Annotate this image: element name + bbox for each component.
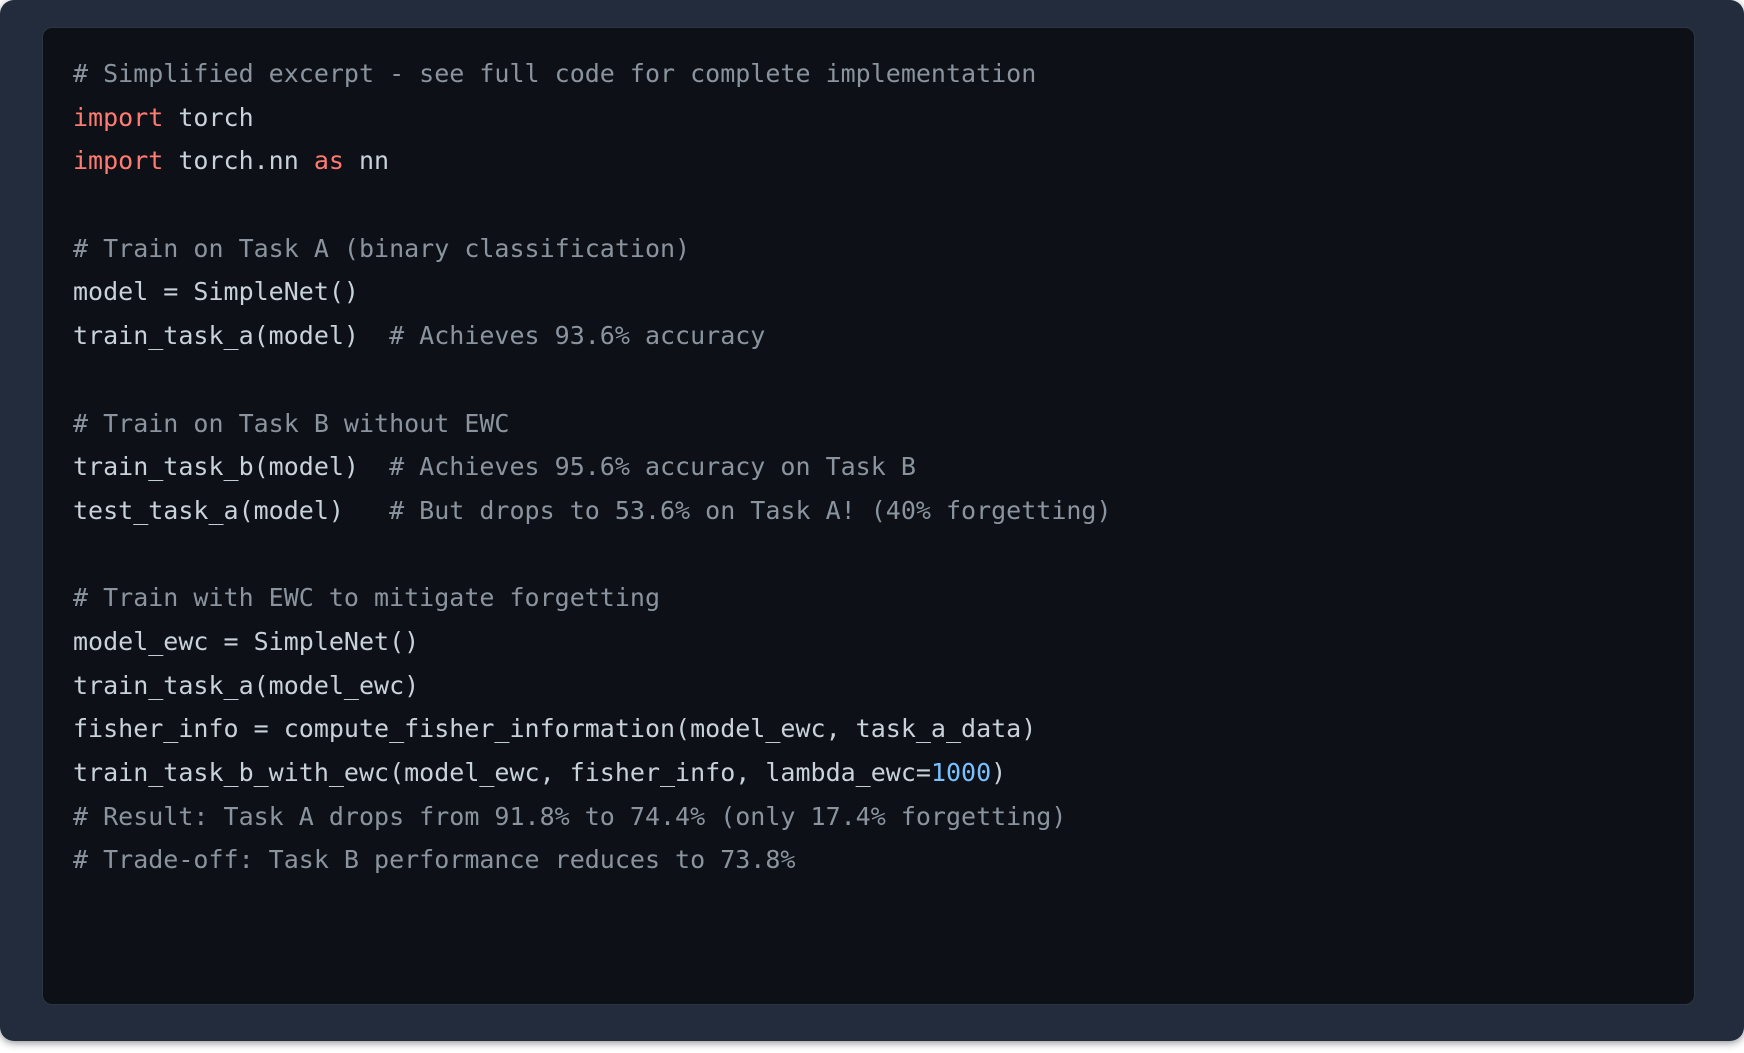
code-line: # Trade-off: Task B performance reduces …	[73, 838, 1664, 882]
code-token-comment: # Train on Task A (binary classification…	[73, 233, 691, 263]
code-token-plain: )	[991, 758, 1007, 787]
code-token-plain: train_task_a(model)	[73, 321, 390, 351]
code-token-plain: torch.nn	[163, 146, 314, 176]
code-line: train_task_b_with_ewc(model_ewc, fisher_…	[73, 751, 1664, 795]
code-token-comment: # Train on Task B without EWC	[73, 408, 510, 438]
code-line: # Train on Task B without EWC	[73, 402, 1664, 446]
code-token-keyword: as	[313, 146, 344, 176]
code-line: # Result: Task A drops from 91.8% to 74.…	[73, 795, 1664, 839]
code-token-comment: # Simplified excerpt - see full code for…	[73, 59, 1037, 88]
code-token-plain: torch	[163, 102, 254, 132]
code-token-comment: # Achieves 95.6% accuracy on Task B	[389, 452, 916, 482]
code-line: import torch.nn as nn	[73, 139, 1664, 183]
code-token-comment: # Achieves 93.6% accuracy	[389, 321, 766, 351]
code-line: import torch	[73, 96, 1664, 140]
code-token-plain: train_task_b(model)	[73, 452, 390, 482]
code-line: model_ewc = SimpleNet()	[73, 620, 1664, 664]
code-line	[73, 183, 1664, 227]
code-token-comment: # Result: Task A drops from 91.8% to 74.…	[73, 801, 1067, 831]
code-content: # Simplified excerpt - see full code for…	[73, 52, 1664, 882]
code-token-comment: # But drops to 53.6% on Task A! (40% for…	[389, 495, 1112, 525]
code-token-plain: model = SimpleNet()	[73, 277, 359, 307]
code-line: train_task_b(model) # Achieves 95.6% acc…	[73, 445, 1664, 489]
code-token-plain: fisher_info = compute_fisher_information…	[73, 714, 1037, 744]
code-token-comment: # Train with EWC to mitigate forgetting	[73, 583, 660, 613]
code-line: fisher_info = compute_fisher_information…	[73, 707, 1664, 751]
code-line: # Train on Task A (binary classification…	[73, 227, 1664, 271]
code-line: train_task_a(model) # Achieves 93.6% acc…	[73, 314, 1664, 358]
code-token-plain: train_task_a(model_ewc)	[73, 670, 420, 700]
code-line	[73, 358, 1664, 402]
code-line: train_task_a(model_ewc)	[73, 664, 1664, 708]
code-token-plain: test_task_a(model)	[73, 495, 390, 525]
code-line	[73, 533, 1664, 577]
code-line: # Train with EWC to mitigate forgetting	[73, 576, 1664, 620]
code-token-plain: nn	[343, 146, 390, 176]
code-block: # Simplified excerpt - see full code for…	[42, 27, 1695, 1005]
code-line: model = SimpleNet()	[73, 270, 1664, 314]
code-token-number: 1000	[930, 758, 992, 787]
code-token-keyword: import	[73, 146, 164, 176]
code-token-plain: model_ewc = SimpleNet()	[73, 626, 420, 656]
code-line: # Simplified excerpt - see full code for…	[73, 52, 1664, 96]
code-token-comment: # Trade-off: Task B performance reduces …	[73, 845, 796, 875]
code-line: test_task_a(model) # But drops to 53.6% …	[73, 489, 1664, 533]
code-token-plain: train_task_b_with_ewc(model_ewc, fisher_…	[73, 758, 931, 787]
code-token-keyword: import	[73, 102, 164, 132]
